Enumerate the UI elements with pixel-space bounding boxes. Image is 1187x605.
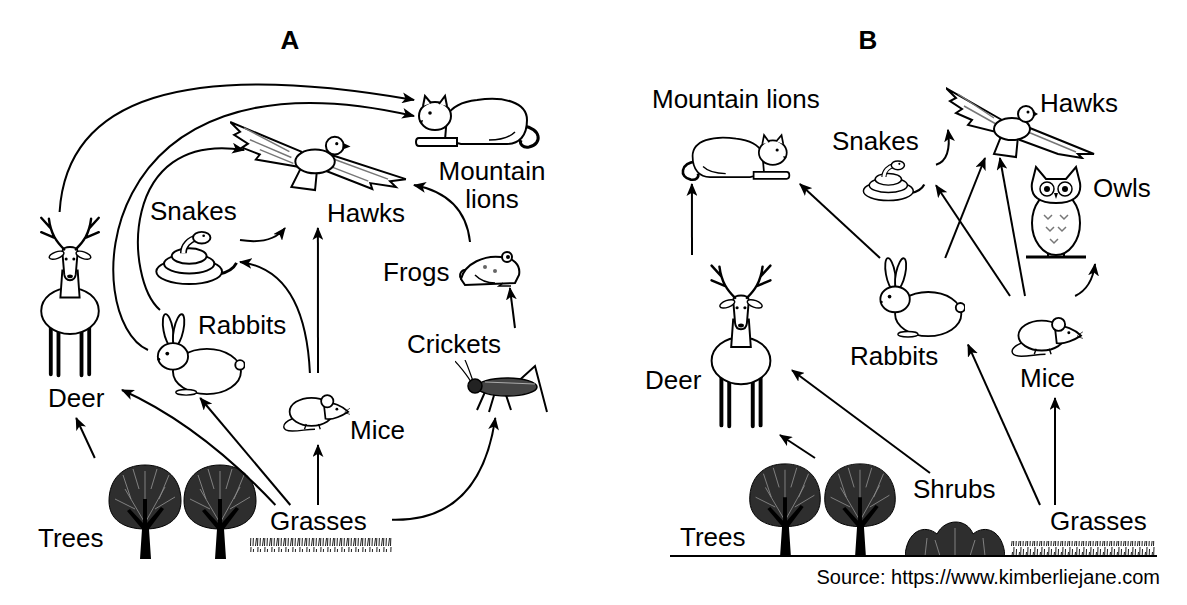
grass-drawing — [1010, 541, 1155, 555]
grass-drawing — [250, 538, 392, 552]
organism-node: Mountain lions — [650, 84, 830, 184]
snake-drawing — [863, 161, 924, 201]
organism-node: Snakes — [830, 126, 936, 202]
ground-line — [670, 555, 1157, 557]
mountain-lion-drawing — [683, 135, 790, 180]
food-chain-arrow — [1054, 398, 1056, 505]
tree-drawing — [184, 465, 256, 559]
organism-node: Grasses — [1010, 505, 1155, 558]
food-chain-arrow — [392, 418, 495, 520]
panel-letter: A — [281, 26, 300, 54]
organism-label: Crickets — [407, 330, 501, 358]
food-chain-arrow — [936, 185, 1010, 296]
organism-label: Trees — [680, 523, 746, 551]
cricket-drawing — [455, 360, 547, 412]
snake-drawing — [156, 232, 236, 284]
organism-label: Frogs — [383, 258, 449, 286]
web-b-art — [670, 88, 1157, 556]
organism-node: Mountain lions — [414, 70, 559, 216]
organism-label: Hawks — [327, 199, 405, 227]
mouse-drawing — [1012, 318, 1083, 356]
source-caption: Source: https://www.kimberliejane.com — [817, 565, 1160, 589]
hawk-drawing — [230, 122, 406, 190]
food-chain-arrow — [76, 418, 95, 458]
food-chain-arrow — [1075, 264, 1095, 296]
organism-label: Deer — [48, 384, 104, 412]
organism-label: Mountain lions — [427, 157, 557, 213]
food-chain-arrow — [792, 370, 930, 473]
organism-node: Mice — [278, 373, 410, 445]
organism-node: Rabbits — [148, 310, 293, 398]
organism-node: Rabbits — [848, 258, 968, 372]
organism-label: Grasses — [270, 507, 367, 535]
organism-node: Hawks — [948, 80, 1124, 158]
food-chain-arrow — [200, 398, 290, 505]
organism-node: Crickets — [405, 328, 553, 418]
organism-label: Shrubs — [913, 475, 995, 503]
food-chain-arrow — [936, 130, 949, 165]
organism-label: Mice — [350, 416, 405, 444]
organism-node: Trees — [676, 458, 902, 560]
organism-node: Trees — [35, 458, 265, 562]
organism-label: Deer — [645, 366, 701, 394]
organism-node: Frogs — [380, 242, 528, 288]
organism-label: Rabbits — [198, 311, 286, 339]
food-chain-arrow — [113, 103, 414, 350]
organism-label: Owls — [1093, 174, 1151, 202]
organism-label: Snakes — [150, 197, 237, 225]
food-chain-arrow — [780, 435, 815, 458]
rabbit-drawing — [880, 257, 965, 337]
food-chain-arrow — [800, 184, 880, 258]
mouse-drawing — [284, 395, 350, 431]
shrub-drawing — [905, 522, 1005, 556]
tree-drawing — [825, 464, 896, 556]
organism-label: Trees — [38, 524, 104, 552]
organism-node: Owls — [1022, 160, 1158, 264]
food-chain-arrow — [240, 228, 285, 241]
organism-label: Mice — [1020, 364, 1075, 392]
organism-node: Snakes — [145, 196, 240, 288]
deer-drawing — [712, 266, 771, 427]
organism-label: Mountain lions — [652, 85, 820, 113]
food-chain-arrow — [138, 148, 244, 310]
food-chain-arrow — [691, 184, 693, 255]
organism-node: Mice — [1002, 296, 1088, 398]
organism-label: Hawks — [1040, 89, 1118, 117]
panel-letter: B — [859, 26, 878, 54]
food-chain-arrow — [317, 445, 319, 505]
organism-node: Shrubs — [904, 473, 1008, 557]
food-chain-arrow — [510, 288, 515, 328]
owl-drawing — [1026, 167, 1086, 257]
organism-label: Rabbits — [850, 342, 938, 370]
organism-node: Deer — [18, 212, 122, 418]
organism-node: Hawks — [244, 112, 414, 228]
food-chain-arrow — [122, 390, 275, 505]
frog-drawing — [460, 252, 519, 286]
organism-label: Snakes — [832, 127, 919, 155]
tree-drawing — [109, 465, 181, 559]
food-chain-arrow — [317, 228, 319, 373]
tree-drawing — [750, 464, 821, 556]
organism-node: Deer — [642, 255, 792, 435]
mountain-lion-drawing — [416, 96, 538, 147]
deer-drawing — [41, 218, 99, 375]
food-chain-arrow — [414, 185, 470, 242]
organism-label: Grasses — [1050, 507, 1147, 535]
organism-node: Grasses — [268, 505, 392, 558]
food-chain-arrow — [1000, 158, 1025, 296]
